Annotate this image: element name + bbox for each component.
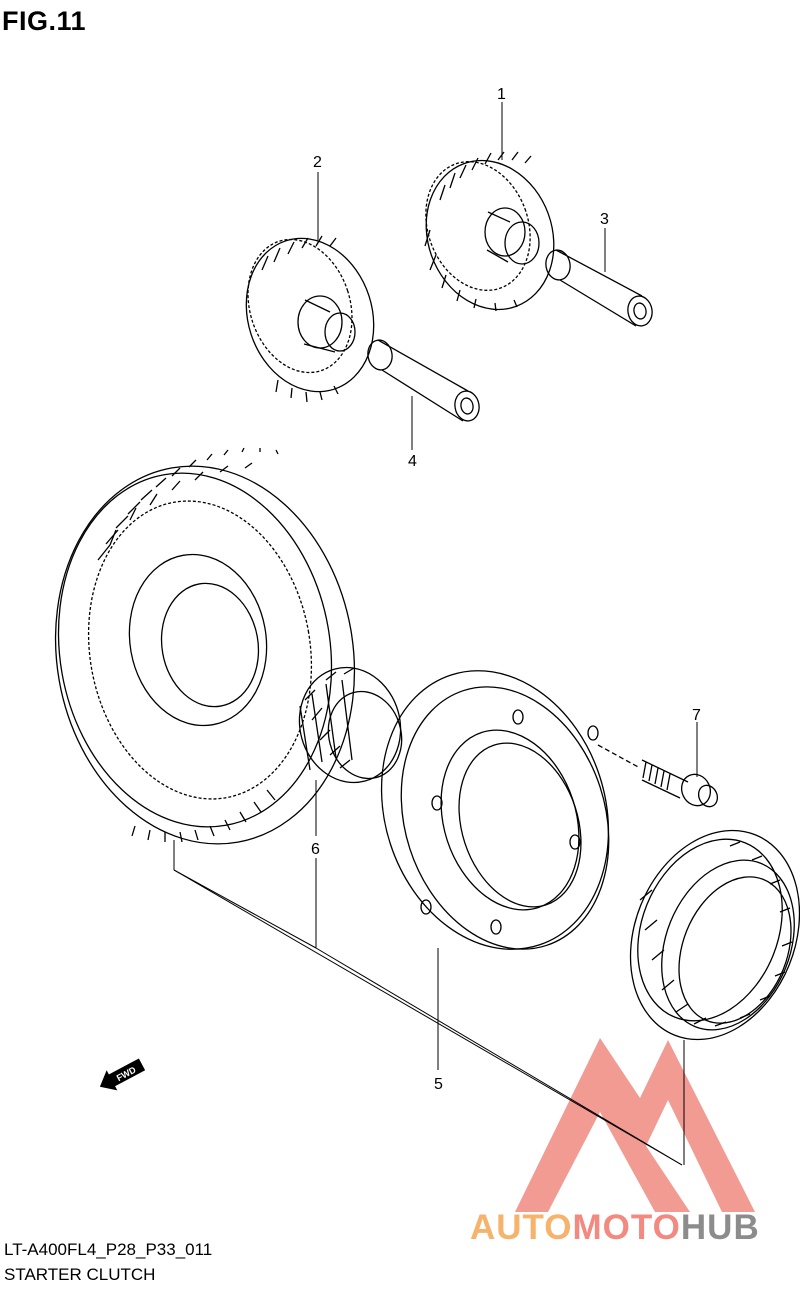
starter-driven-gear — [54, 447, 356, 845]
one-way-clutch — [629, 829, 800, 1041]
callout-6: 6 — [311, 841, 320, 858]
part-7-bolt — [597, 744, 719, 808]
part-2-gear — [245, 235, 375, 403]
diagram-name: STARTER CLUTCH — [4, 1265, 156, 1284]
part-5-clutch-housing — [380, 670, 610, 950]
figure-title: FIG.11 — [2, 6, 87, 36]
part-6-needle-bearing — [298, 666, 403, 784]
watermark-logo-icon — [515, 1038, 755, 1212]
watermark-part1: AUTOMOTOHUB — [470, 1208, 760, 1247]
callout-2: 2 — [313, 154, 322, 171]
leader-lines — [173, 102, 698, 1166]
callout-5: 5 — [434, 1076, 443, 1093]
fwd-arrow-icon: FWD — [99, 1058, 146, 1091]
diagram-code: LT-A400FL4_P28_P33_011 — [4, 1240, 213, 1259]
part-3-shaft — [545, 249, 653, 327]
callout-4: 4 — [408, 453, 417, 470]
part-4-shaft — [367, 339, 480, 422]
part-1-gear — [424, 151, 555, 312]
callout-1: 1 — [497, 86, 506, 103]
callout-3: 3 — [600, 211, 609, 228]
callout-labels: 1 2 3 4 5 6 7 — [311, 86, 701, 1093]
callout-7: 7 — [692, 707, 701, 724]
